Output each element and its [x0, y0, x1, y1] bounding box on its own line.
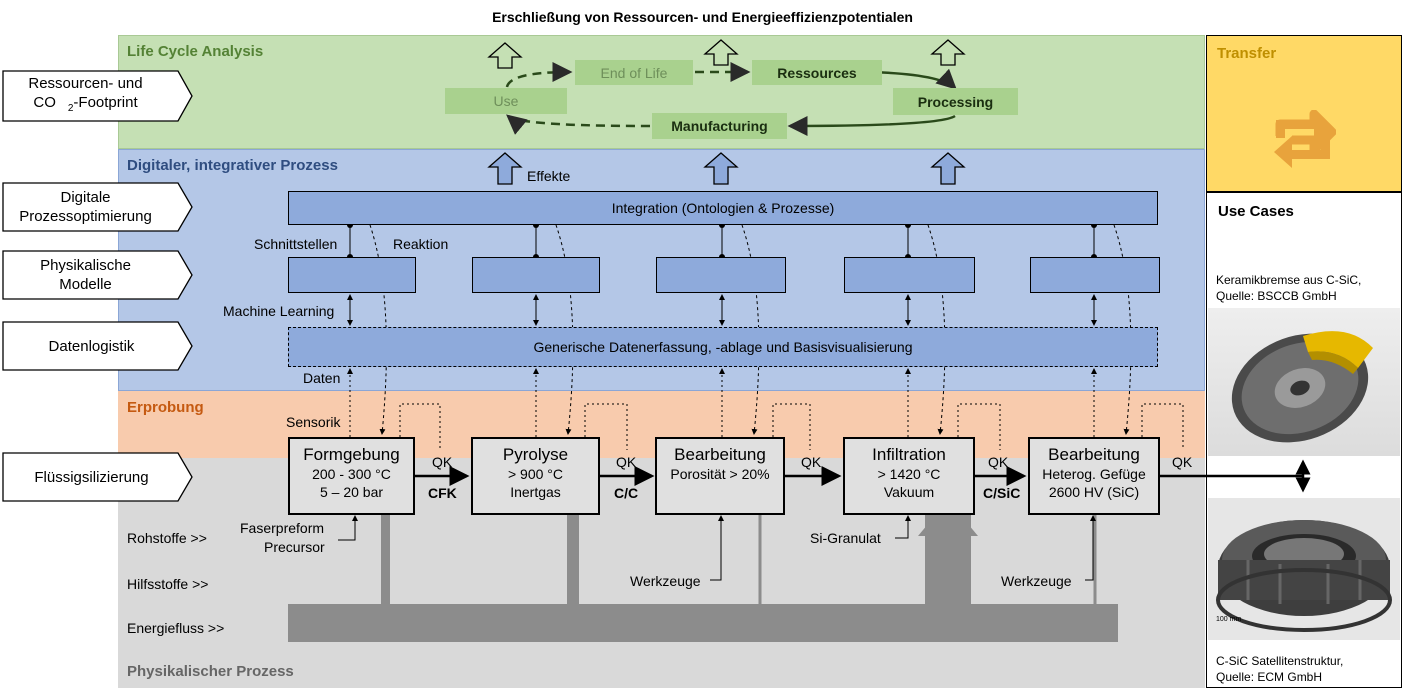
side-label-footprint-shape: [2, 70, 193, 122]
side-label-footprint-line1: Ressourcen- und: [28, 75, 143, 92]
integration-bar: Integration (Ontologien & Prozesse): [288, 191, 1158, 225]
process-line1: 200 - 300 °C: [312, 466, 391, 482]
process-title: Bearbeitung: [674, 445, 766, 464]
process-line2: 2600 HV (SiC): [1048, 484, 1140, 500]
process-bearbeitung-1: Bearbeitung Porosität > 20%: [655, 437, 785, 515]
side-label-models-line1: Physikalische: [40, 257, 131, 274]
side-label-footprint-co: CO: [33, 94, 56, 111]
machine-learning-label: Machine Learning: [223, 303, 335, 319]
flow-hilfsstoffe: Hilfsstoffe >>: [127, 576, 209, 592]
input-faserpreform: Faserpreform: [240, 520, 325, 536]
lc-end-of-life: End of Life: [575, 60, 693, 85]
process-title: Pyrolyse: [502, 445, 569, 464]
lca-band-title: Life Cycle Analysis: [127, 43, 264, 60]
use-case-2-caption: C-SiC Satellitenstruktur, Quelle: ECM Gm…: [1216, 653, 1343, 685]
process-line1: > 1420 °C: [877, 466, 941, 482]
sensorik-label: Sensorik: [286, 414, 341, 430]
process-pyrolyse: Pyrolyse > 900 °C Inertgas: [471, 437, 600, 515]
process-line2: Inertgas: [510, 484, 561, 500]
flow-rohstoffe: Rohstoffe >>: [127, 530, 207, 546]
transfer-title: Transfer: [1217, 45, 1277, 62]
model-box-3: [656, 257, 786, 293]
side-label-digital-opt-line1: Digitale: [60, 189, 111, 206]
qk-label-5: QK: [1172, 454, 1193, 470]
input-si-granulat: Si-Granulat: [810, 530, 881, 546]
model-box-5: [1030, 257, 1160, 293]
physical-band-title: Physikalischer Prozess: [127, 663, 294, 680]
lc-ressources: Ressources: [752, 60, 882, 85]
side-label-fluessig-text: Flüssigsilizierung: [34, 468, 149, 486]
process-bearbeitung-2: Bearbeitung Heterog. Gefüge 2600 HV (SiC…: [1028, 437, 1160, 515]
daten-label: Daten: [303, 370, 341, 386]
reaktion-label: Reaktion: [393, 236, 449, 252]
process-title: Infiltration: [872, 445, 946, 464]
flow-energiefluss: Energiefluss >>: [127, 620, 225, 636]
effekte-label: Effekte: [527, 168, 571, 184]
qk-label-3: QK: [801, 454, 822, 470]
qk-label-2: QK: [616, 454, 637, 470]
input-werkzeuge-1: Werkzeuge: [630, 573, 701, 589]
use-cases-title: Use Cases: [1218, 203, 1294, 220]
page-title: Erschließung von Ressourcen- und Energie…: [492, 9, 913, 25]
process-title: Bearbeitung: [1048, 445, 1140, 464]
schnittstellen-label: Schnittstellen: [254, 236, 338, 252]
process-line2: 5 – 20 bar: [319, 484, 384, 500]
side-label-digital-opt-shape: [2, 182, 193, 232]
transfer-panel: [1206, 35, 1402, 192]
use-case-1-caption: Keramikbremse aus C-SiC, Quelle: BSCCB G…: [1216, 272, 1361, 304]
erprobung-band-title: Erprobung: [127, 399, 204, 416]
process-line1: Porosität > 20%: [670, 466, 770, 482]
use-case-2-image: 100 mm: [1208, 498, 1400, 640]
qk-label-1: QK: [432, 454, 453, 470]
side-label-fluessig-shape: [2, 452, 193, 502]
side-label-datalogistik-text: Datenlogistik: [48, 337, 135, 355]
use-case-1-caption-line2: Quelle: BSCCB GmbH: [1216, 289, 1337, 303]
process-line1: Heterog. Gefüge: [1042, 466, 1146, 482]
qk-label-4: QK: [988, 454, 1009, 470]
use-case-2-caption-line2: Quelle: ECM GmbH: [1216, 670, 1323, 684]
side-label-models-shape: [2, 250, 193, 300]
material-cfk: CFK: [428, 485, 457, 501]
use-case-2-caption-line1: C-SiC Satellitenstruktur,: [1216, 654, 1344, 668]
process-title: Formgebung: [303, 445, 400, 464]
lc-manufacturing: Manufacturing: [652, 113, 787, 139]
side-label-models-line2: Modelle: [59, 276, 112, 293]
side-label-datalogistik-shape: [2, 321, 193, 371]
side-label-footprint-sub: 2: [67, 103, 74, 114]
transfer-cycle-icon: [1274, 110, 1336, 168]
model-box-1: [288, 257, 416, 293]
process-line1: > 900 °C: [507, 466, 564, 482]
lc-processing: Processing: [893, 88, 1018, 115]
material-csic: C/SiC: [983, 485, 1021, 501]
model-box-2: [472, 257, 600, 293]
datenerfassung-bar: Generische Datenerfassung, -ablage und B…: [288, 327, 1158, 367]
input-precursor: Precursor: [264, 539, 325, 555]
process-line2: Vakuum: [883, 484, 935, 500]
lc-use: Use: [445, 88, 567, 114]
process-formgebung: Formgebung 200 - 300 °C 5 – 20 bar: [288, 437, 415, 515]
side-label-datalogistik: Datenlogistik: [2, 321, 193, 371]
use-case-1-image: [1208, 308, 1400, 456]
digital-band-title: Digitaler, integrativer Prozess: [127, 157, 338, 174]
input-werkzeuge-2: Werkzeuge: [1001, 573, 1072, 589]
process-infiltration: Infiltration > 1420 °C Vakuum: [843, 437, 975, 515]
material-cc: C/C: [614, 485, 639, 501]
use-case-2-scale: 100 mm: [1216, 616, 1242, 623]
side-label-footprint-post: -Footprint: [73, 94, 138, 111]
model-box-4: [844, 257, 975, 293]
use-case-1-caption-line1: Keramikbremse aus C-SiC,: [1216, 273, 1362, 287]
side-label-fluessig: Flüssigsilizierung: [2, 452, 193, 502]
side-label-digital-opt-line2: Prozessoptimierung: [19, 208, 152, 225]
